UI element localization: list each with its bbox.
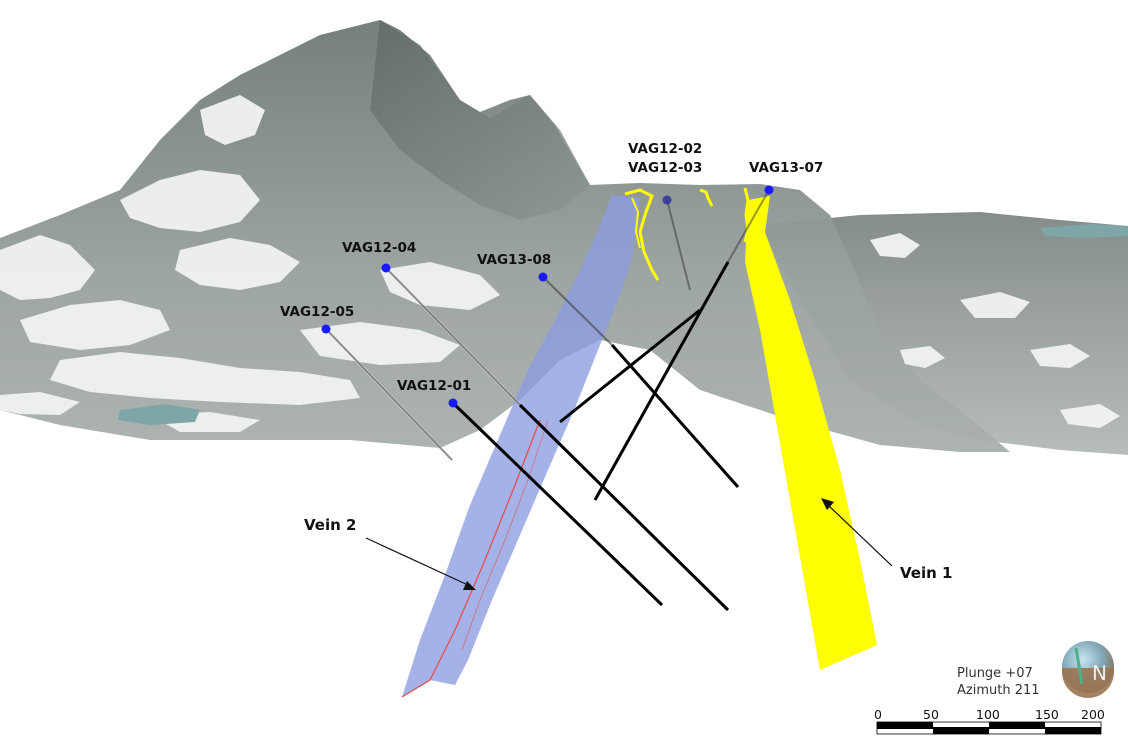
- scale-tick-100: 100: [976, 707, 1000, 722]
- terrain-surface: [0, 20, 1128, 455]
- arrow-vein-1-shaft: [827, 504, 893, 567]
- collar-vag12-02[interactable]: [662, 195, 672, 205]
- drillhole-trace-vag12-04-upper: [385, 267, 521, 406]
- vein-1-surface: [745, 196, 877, 670]
- snow-patches: [0, 95, 1120, 432]
- scale-seg-2: [933, 727, 989, 734]
- vein-2-surface-trace-2: [631, 197, 641, 249]
- compass-north-icon: N: [1092, 661, 1107, 685]
- collar-vag12-05[interactable]: [321, 324, 331, 334]
- compass-needle: [1074, 647, 1084, 685]
- vein-2-plane: [401, 195, 640, 698]
- scale-tick-50: 50: [923, 707, 939, 722]
- scale-seg-1: [877, 722, 933, 729]
- label-vag13-07: VAG13-07: [749, 160, 823, 176]
- vein-1-plane: [624, 187, 877, 670]
- drillhole-trace-vag13-07: [593, 261, 730, 501]
- drillhole-trace-vag12-04: [518, 403, 730, 612]
- scale-seg-3: [989, 722, 1045, 729]
- vein-2-edge: [401, 419, 541, 698]
- terrain-ridge-shadow: [370, 20, 590, 220]
- vein-callouts: Vein 2 Vein 1: [304, 498, 952, 590]
- label-vag12-04: VAG12-04: [342, 240, 416, 256]
- compass-globe[interactable]: N: [1062, 641, 1114, 698]
- label-vag13-08: VAG13-08: [477, 252, 551, 268]
- collar-vag13-07[interactable]: [764, 185, 774, 195]
- drillhole-traces: [324, 189, 770, 612]
- drillhole-trace-vag13-08-upper: [542, 276, 613, 346]
- drillhole-collars: [321, 185, 774, 408]
- scale-tick-0: 0: [874, 707, 882, 722]
- vein-2-surface: [402, 195, 640, 697]
- label-vag12-02: VAG12-02: [628, 141, 702, 157]
- label-vag12-03: VAG12-03: [628, 160, 702, 176]
- lake-left: [118, 404, 200, 425]
- label-vein-2: Vein 2: [304, 516, 356, 534]
- collar-vag12-01[interactable]: [448, 398, 458, 408]
- label-vag12-01: VAG12-01: [397, 378, 471, 394]
- collar-vag12-04[interactable]: [381, 263, 391, 273]
- compass-ground: [1062, 668, 1114, 698]
- vein-2-edge-inner: [461, 419, 549, 651]
- scale-bar: 0 50 100 150 200: [874, 707, 1105, 735]
- vein-2-surface-trace: [624, 188, 660, 281]
- arrow-vein-1-head: [821, 498, 834, 510]
- arrow-vein-2-head: [463, 581, 476, 590]
- drillhole-trace-vag12-02-upper: [666, 199, 691, 291]
- drillhole-trace-vag13-08: [610, 344, 740, 488]
- collar-vag13-08[interactable]: [538, 272, 548, 282]
- drillhole-trace-vag12-05: [325, 328, 453, 461]
- drillhole-trace-vag13-07-upper: [727, 189, 770, 263]
- label-vein-1: Vein 1: [900, 564, 952, 582]
- drillhole-labels: VAG12-02 VAG12-03 VAG13-07 VAG12-04 VAG1…: [280, 141, 823, 394]
- view-orientation: Plunge +07 Azimuth 211: [957, 666, 1040, 698]
- scale-bar-outline: [876, 721, 1102, 735]
- plunge-readout: Plunge +07: [957, 666, 1033, 681]
- azimuth-readout: Azimuth 211: [957, 683, 1040, 698]
- scale-tick-200: 200: [1081, 707, 1105, 722]
- lake-right: [1040, 224, 1128, 238]
- label-vag12-05: VAG12-05: [280, 304, 354, 320]
- scale-tick-150: 150: [1035, 707, 1059, 722]
- arrow-vein-2-shaft: [365, 537, 469, 586]
- scale-seg-4: [1045, 727, 1101, 734]
- drillhole-trace-vag12-02: [559, 308, 701, 424]
- drillhole-trace-vag12-01: [451, 401, 664, 607]
- vein-1-surface-trace-2: [743, 187, 750, 243]
- vein-1-surface-trace-1: [699, 188, 714, 207]
